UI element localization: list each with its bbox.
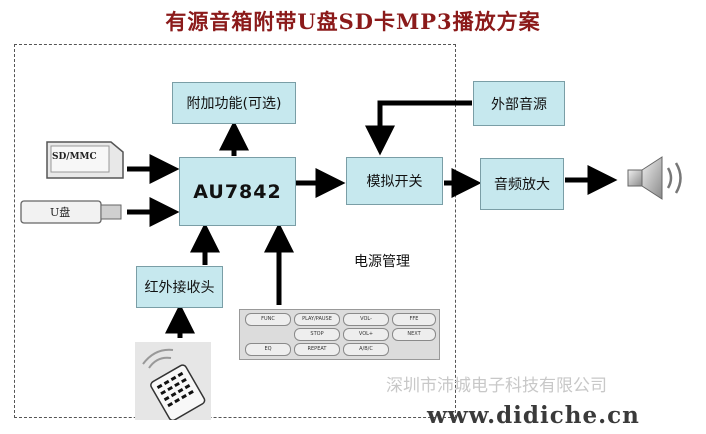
key-abc: A/B/C xyxy=(343,343,389,356)
speaker-icon xyxy=(624,154,694,202)
sd-card-icon: SD/MMC xyxy=(45,140,125,180)
remote-control-icon xyxy=(135,342,211,422)
usb-drive-label: U盘 xyxy=(50,206,71,219)
key-func: FUNC xyxy=(245,313,291,326)
power-management-label: 电源管理 xyxy=(354,254,410,270)
au7842-chip-box: AU7842 xyxy=(179,157,296,226)
key-eq: EQ xyxy=(245,343,291,356)
system-boundary xyxy=(14,44,456,418)
key-play-pause: PLAY/PAUSE xyxy=(294,313,340,326)
company-watermark: 深圳市沛城电子科技有限公司 xyxy=(386,376,607,396)
arrow-ext-to-switch xyxy=(365,100,472,156)
audio-amp-box: 音频放大 xyxy=(480,158,564,210)
key-repeat: REPEAT xyxy=(294,343,340,356)
diagram-title: 有源音箱附带U盘SD卡MP3播放方案 xyxy=(165,9,541,34)
addon-function-box: 附加功能(可选) xyxy=(172,82,296,124)
usb-drive-icon: U盘 xyxy=(20,199,124,225)
key-next: NEXT xyxy=(392,328,436,341)
sd-card-label: SD/MMC xyxy=(52,152,97,162)
website-url: www.didiche.cn xyxy=(427,402,640,429)
external-audio-box: 外部音源 xyxy=(473,81,565,126)
key-stop: STOP xyxy=(294,328,340,341)
analog-switch-box: 模拟开关 xyxy=(346,157,443,205)
keypad-icon: FUNC PLAY/PAUSE VOL- FFE STOP VOL+ NEXT … xyxy=(239,309,440,360)
ir-receiver-box: 红外接收头 xyxy=(136,266,223,308)
key-vol-up: VOL+ xyxy=(343,328,389,341)
key-ffe: FFE xyxy=(392,313,436,326)
key-vol-down: VOL- xyxy=(343,313,389,326)
